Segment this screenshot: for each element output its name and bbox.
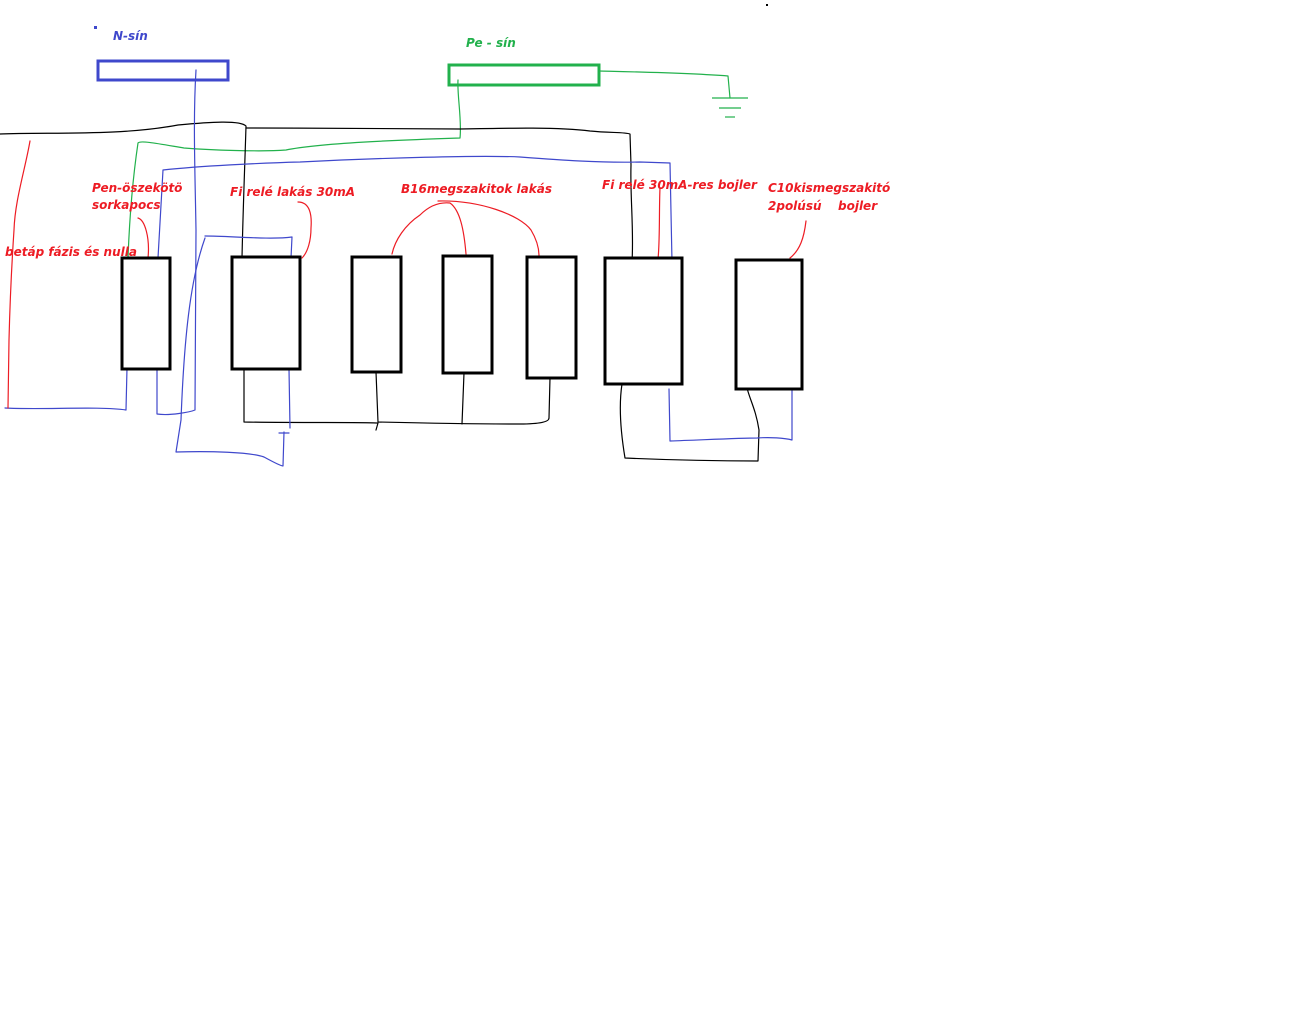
rcd-apartment-box (230, 255, 302, 371)
pen-connector-label-line2: sorkapocs (92, 198, 160, 212)
ground-symbol-icon (712, 97, 748, 118)
c10-label-line1: C10kismegszakitó (768, 181, 890, 195)
rcd-boiler-box (603, 256, 684, 386)
pe-bus (447, 63, 601, 87)
c10-breaker-box (734, 258, 804, 391)
rcd-apartment-label: Fi relé lakás 30mA (230, 185, 355, 199)
pen-connector-terminal (120, 256, 172, 371)
c10-label-line2-part1: 2polúsú (768, 199, 822, 213)
n-bus (96, 59, 230, 82)
breaker-b16-3 (525, 255, 578, 380)
breakers-apartment-label: B16megszakitok lakás (401, 182, 552, 196)
phase-wires (0, 121, 760, 462)
breaker-b16-1 (350, 255, 403, 374)
stray-dot-blue (94, 26, 97, 29)
pen-connector-label-line1: Pen-öszekötö (92, 181, 182, 195)
neutral-wires (4, 69, 793, 467)
pe-wires (127, 70, 731, 259)
supply-label: betáp fázis és nulla (5, 245, 137, 259)
pe-bus-label: Pe - sín (466, 36, 516, 50)
stray-dot-black (766, 4, 768, 6)
n-bus-label: N-sín (113, 29, 148, 43)
rcd-boiler-label: Fi relé 30mA-res bojler (602, 178, 758, 192)
annotation-leaders (7, 140, 807, 409)
c10-label-line2-part2: bojler (838, 199, 878, 213)
breaker-b16-2 (441, 254, 494, 375)
